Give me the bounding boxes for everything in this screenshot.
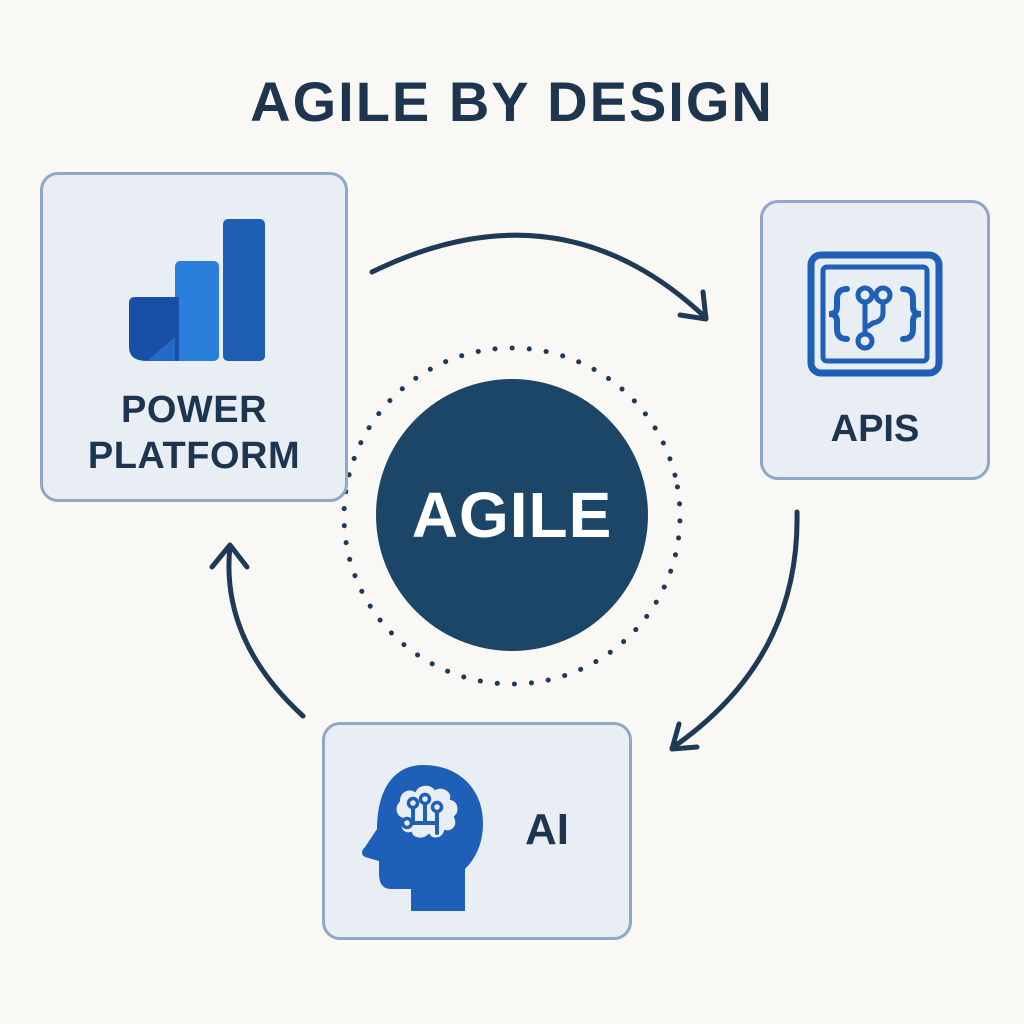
code-branch-icon — [807, 251, 943, 377]
power-platform-label: POWER PLATFORM — [43, 387, 345, 479]
arrowhead-apis-to-ai — [669, 721, 700, 752]
power-platform-line1: POWER — [120, 389, 268, 431]
arrow-apis-to-ai — [669, 509, 800, 751]
power-platform-line2: PLATFORM — [87, 435, 301, 477]
apis-card: APIS — [760, 200, 990, 480]
bar-chart-icon — [129, 219, 265, 361]
apis-label: APIS — [830, 408, 920, 450]
page-title: AGILE BY DESIGN — [250, 70, 774, 133]
arrowhead-power-to-apis — [677, 289, 709, 322]
arrowhead-ai-to-power — [209, 542, 250, 570]
power-platform-card: POWER PLATFORM — [40, 172, 348, 502]
arrow-ai-to-power — [226, 543, 306, 719]
dotted-ring — [341, 345, 683, 687]
ai-label: AI — [525, 805, 569, 854]
center-label: AGILE — [411, 479, 613, 551]
ai-card: AI — [322, 722, 632, 940]
arrow-power-to-apis — [369, 232, 709, 321]
brain-head-icon — [362, 765, 483, 911]
center-circle — [376, 379, 648, 651]
